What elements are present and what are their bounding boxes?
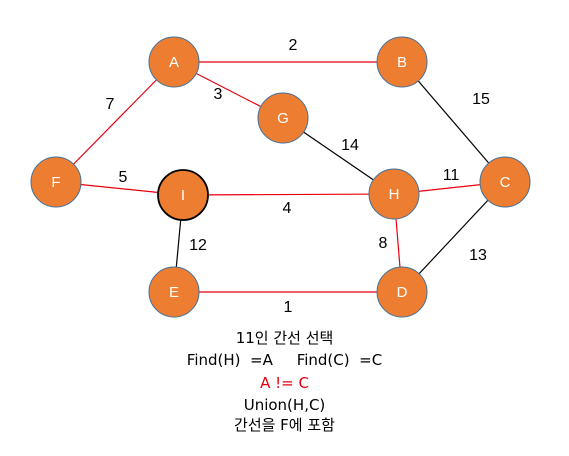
edge-weight-a-b: 2: [289, 37, 298, 54]
node-c: C: [479, 156, 531, 208]
node-a: A: [148, 36, 200, 88]
weight-layer: 2 3 7 15 14 5 4 11 12 8 13 1: [106, 37, 490, 316]
caption-include-edge: 간선을 F에 포함: [234, 416, 335, 434]
node-circle-f: [30, 156, 82, 208]
edge-b-c: [401, 61, 506, 183]
node-label-f: F: [51, 174, 60, 191]
node-circle-d: [376, 266, 428, 318]
caption-find-results: Find(H) =A Find(C) =C: [186, 351, 383, 369]
node-circle-g: [257, 92, 309, 144]
edge-weight-b-c: 15: [472, 91, 490, 108]
graph-diagram: 2 3 7 15 14 5 4 11 12 8 13 1 A B G F I H C E D: [30, 36, 531, 318]
node-label-c: C: [500, 174, 511, 191]
edge-weight-c-d: 13: [469, 247, 487, 264]
caption-inequality: A != C: [260, 374, 309, 392]
edge-weight-i-e: 12: [189, 237, 207, 254]
node-label-d: D: [397, 284, 408, 301]
edge-a-f: [55, 61, 175, 183]
node-f: F: [30, 156, 82, 208]
edge-weight-a-g: 3: [214, 86, 223, 103]
node-e: E: [148, 266, 200, 318]
node-circle-e: [148, 266, 200, 318]
edge-i-h: [182, 193, 395, 196]
node-label-b: B: [397, 54, 407, 71]
node-label-i: I: [181, 187, 185, 204]
node-i: I: [157, 169, 209, 221]
node-label-a: A: [169, 54, 179, 71]
node-circle-a: [148, 36, 200, 88]
edge-weight-h-c: 11: [443, 167, 460, 184]
node-label-g: G: [277, 110, 289, 127]
node-h: H: [368, 168, 420, 220]
node-label-e: E: [169, 284, 179, 301]
node-circle-h: [368, 168, 420, 220]
caption-union: Union(H,C): [243, 396, 326, 414]
node-layer: A B G F I H C E D: [30, 36, 531, 318]
edge-weight-e-d: 1: [284, 299, 293, 316]
edge-weight-g-h: 14: [341, 137, 359, 154]
edge-weight-f-i: 5: [119, 169, 128, 186]
edge-weight-h-d: 8: [379, 235, 388, 252]
edge-weight-a-f: 7: [106, 96, 115, 113]
caption-selected-edge: 11인 간선 선택: [235, 329, 334, 347]
node-label-h: H: [389, 186, 400, 203]
node-circle-b: [376, 36, 428, 88]
node-circle-c: [479, 156, 531, 208]
node-b: B: [376, 36, 428, 88]
node-d: D: [376, 266, 428, 318]
node-g: G: [257, 92, 309, 144]
node-circle-i: [157, 169, 209, 221]
edge-weight-i-h: 4: [283, 200, 292, 217]
